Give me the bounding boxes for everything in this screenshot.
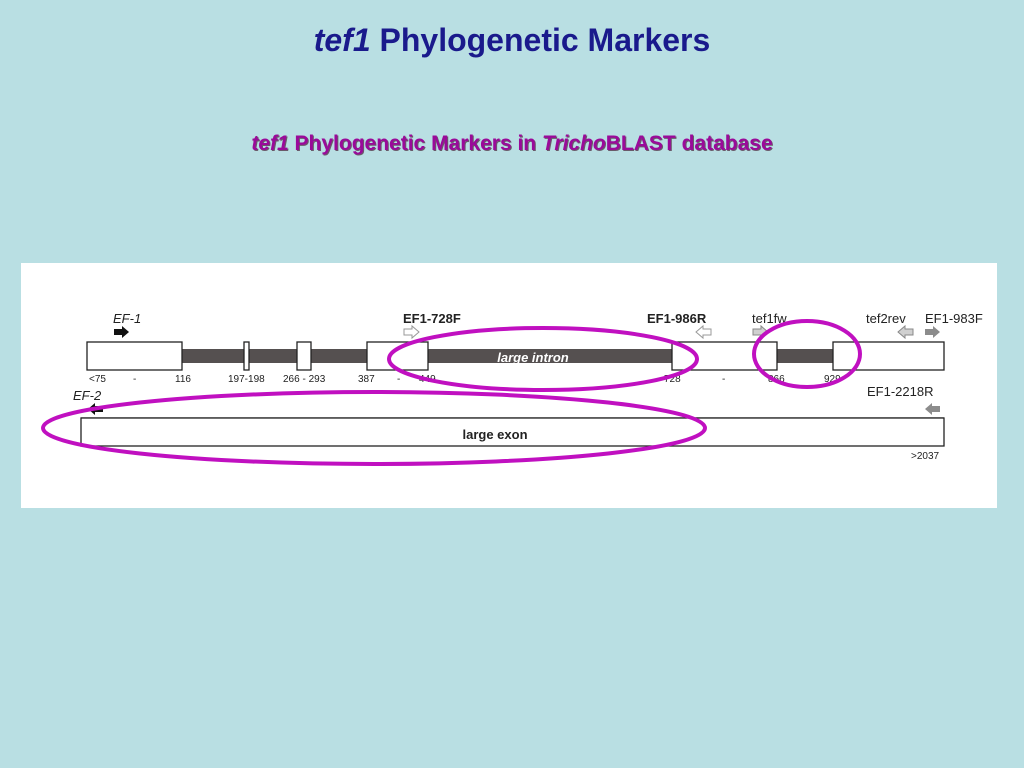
highlight-ellipse-tef1fw: [752, 319, 862, 389]
primer-ef1-728f-label: EF1-728F: [403, 311, 461, 326]
gene-diagram: large intron <75 - 116 197-198 266 - 293…: [41, 311, 983, 466]
subtitle-mid: Phylogenetic Markers in: [288, 132, 542, 155]
subtitle-genus: Tricho: [541, 132, 606, 155]
pos-label: 197-198: [228, 374, 265, 385]
exon-box-3: [296, 341, 312, 371]
subtitle-db: BLAST database: [605, 132, 773, 155]
exon-box-2: [243, 341, 250, 371]
pos-label: 266 - 293: [283, 374, 326, 385]
large-exon-label: large exon: [462, 427, 527, 442]
page-subtitle: tef1 Phylogenetic Markers in TrichoBLAST…: [0, 132, 1024, 156]
pos-label: -: [133, 374, 136, 385]
intron-bar-1: [182, 349, 367, 363]
pos-label: -: [722, 374, 725, 385]
exon-box-5: [671, 341, 778, 371]
pos-label: 387: [358, 374, 375, 385]
intron-bar-3: [777, 349, 833, 363]
primer-ef1-983f-label: EF1-983F: [925, 311, 983, 326]
pos-label: -: [397, 374, 400, 385]
large-exon-box: [80, 417, 945, 447]
pos-label: <75: [89, 374, 106, 385]
page-title: tef1 Phylogenetic Markers: [0, 22, 1024, 59]
primer-tef1fw-label: tef1fw: [752, 311, 787, 326]
primer-ef1-986r-label: EF1-986R: [647, 311, 707, 326]
primer-ef2-label: EF-2: [73, 388, 102, 403]
exon-box-6: [832, 341, 945, 371]
pos-label: 728: [664, 374, 681, 385]
subtitle-gene: tef1: [251, 132, 289, 155]
pos-label: 929: [824, 374, 841, 385]
arrow-left-gray-icon: [925, 403, 940, 415]
arrow-right-gray-icon: [925, 326, 940, 338]
arrow-right-outline-icon: [403, 324, 420, 340]
primer-ef1-2218r-label: EF1-2218R: [867, 384, 933, 399]
large-intron-label: large intron: [497, 350, 569, 365]
title-gene: tef1: [313, 22, 371, 58]
gene-diagram-panel: large intron <75 - 116 197-198 266 - 293…: [21, 263, 997, 508]
exon-box-1: [86, 341, 183, 371]
arrow-left-striped-icon: [897, 324, 914, 340]
exon-box-4: [366, 341, 429, 371]
pos-label-end: >2037: [911, 451, 940, 462]
highlight-ellipse-exon: [41, 390, 707, 466]
pos-label: 116: [175, 374, 191, 385]
primer-tef2rev-label: tef2rev: [866, 311, 906, 326]
primer-ef1-label: EF-1: [113, 311, 141, 326]
large-intron-bar: [428, 349, 672, 363]
highlight-ellipse-intron: [387, 326, 699, 392]
title-rest: Phylogenetic Markers: [370, 22, 711, 58]
arrow-right-icon: [114, 326, 129, 338]
arrow-left-outline-icon: [695, 324, 712, 340]
